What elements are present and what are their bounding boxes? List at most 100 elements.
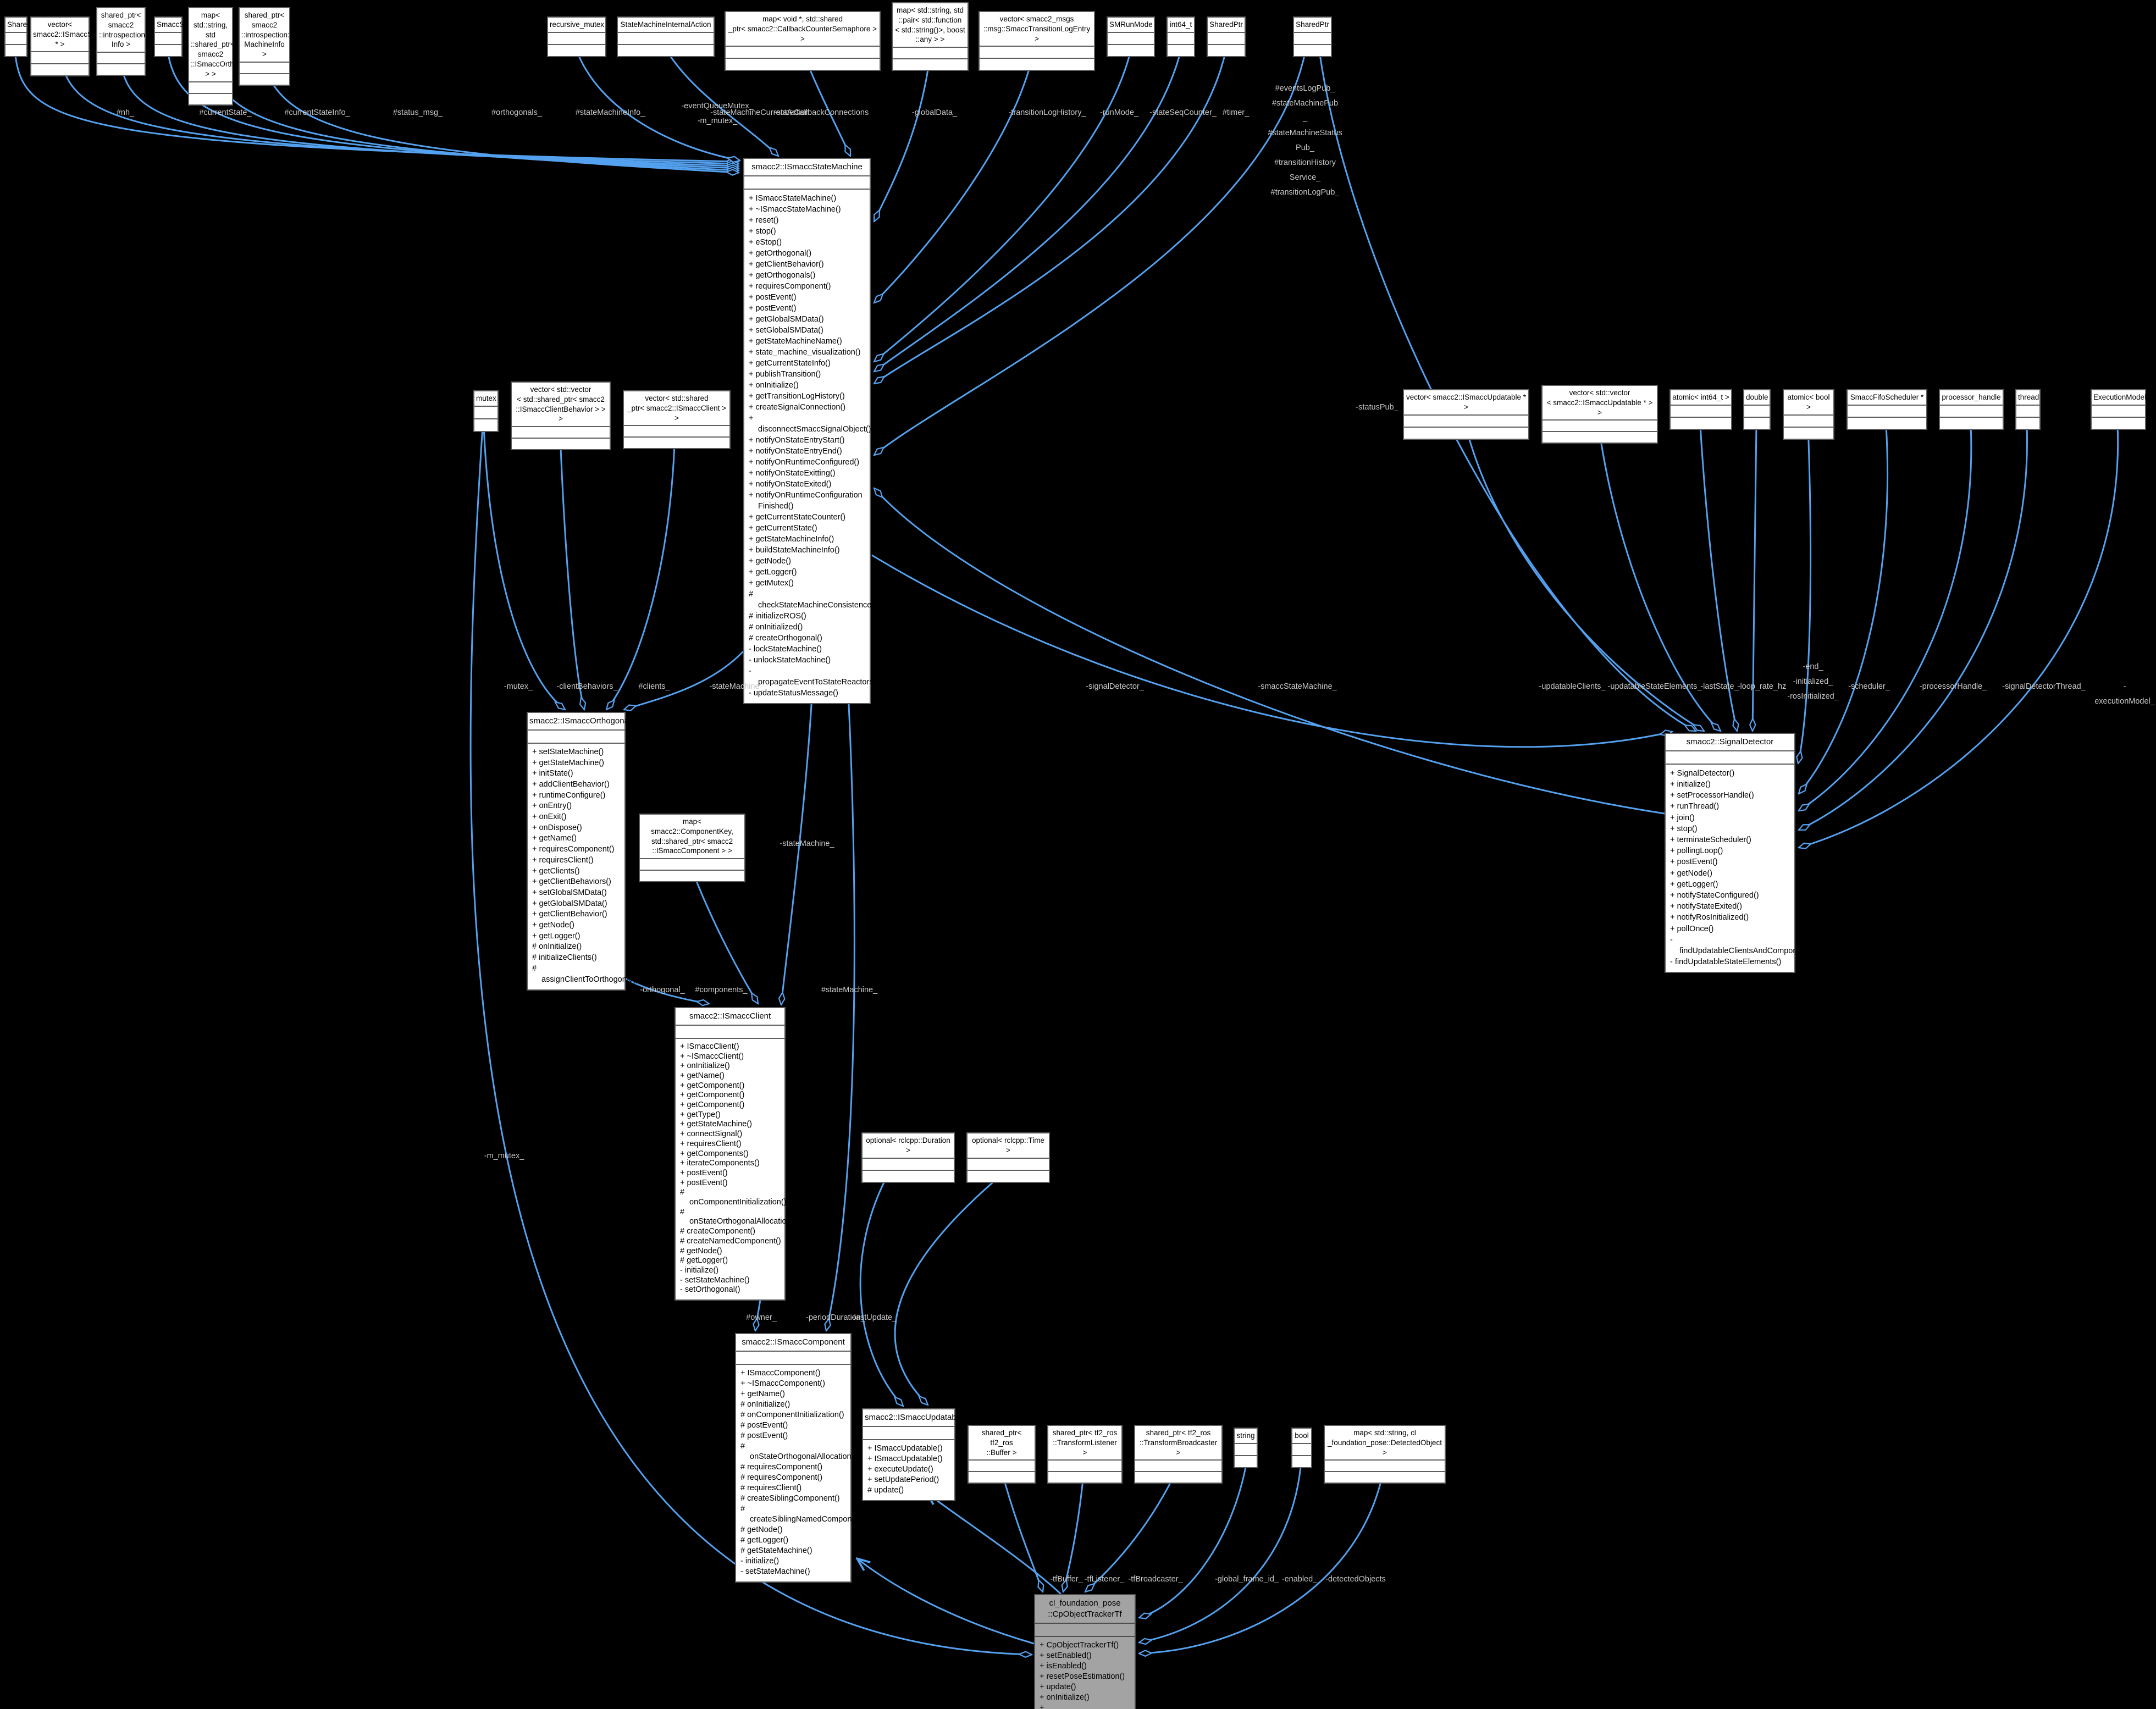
empty-compartment (189, 82, 232, 94)
edge-label: -stateCallbackConnections (773, 108, 869, 117)
method-entry: + getName() (532, 834, 577, 843)
class-box-ismacc-client[interactable]: smacc2::ISmaccClient+ ISmaccClient()+ ~I… (675, 1007, 797, 1301)
type-box-shared-ptr-2[interactable]: SharedPtr (1207, 16, 1246, 57)
type-box-shared-ptr-tf2-buffer[interactable]: shared_ptr< tf2_ros ::Buffer > (968, 1425, 1036, 1484)
type-box-shared-ptr-smacc-state-info[interactable]: shared_ptr< smacc2 ::introspection::Smac… (96, 7, 189, 76)
empty-compartment (1940, 418, 2003, 429)
method-entry: # createOrthogonal() (749, 633, 822, 643)
type-box-thread[interactable]: thread (2015, 389, 2041, 430)
method-entry: + requiresComponent() (749, 281, 831, 291)
type-box-title: SmaccFifoScheduler * (1848, 390, 1926, 406)
method-entry: + stop() (749, 226, 776, 236)
method-entry: - setStateMachine() (740, 1567, 810, 1576)
method-entry: + setUpdatePeriod() (867, 1475, 939, 1484)
type-box-state-machine-internal-action[interactable]: StateMachineInternalAction (617, 16, 715, 57)
type-box-map-component-key[interactable]: map< smacc2::ComponentKey, std::shared_p… (639, 814, 745, 883)
type-box-title: processor_handle (1940, 390, 2003, 406)
type-box-title: map< std::string, cl _foundation_pose::D… (1325, 1426, 1445, 1461)
method-entry: + getCurrentStateInfo() (749, 358, 831, 368)
method-entry: # getStateMachine() (740, 1546, 812, 1555)
type-box-string[interactable]: string (1234, 1428, 1258, 1468)
class-title: cl_foundation_pose ::CpObjectTrackerTf (1035, 1595, 1135, 1624)
class-box-ismacc-orthogonal[interactable]: smacc2::ISmaccOrthogonal+ setStateMachin… (527, 712, 638, 991)
inheritance-edges (858, 1493, 1062, 1645)
method-entry: + notifyRosInitialized() (1670, 913, 1749, 922)
type-box-vector-vector-ismacc-updatable[interactable]: vector< std::vector < smacc2::ISmaccUpda… (1541, 385, 1658, 444)
method-entry: - unlockStateMachine() (749, 655, 831, 665)
type-box-sm-run-mode[interactable]: SMRunMode (1107, 16, 1155, 57)
method-entry: + getName() (680, 1071, 725, 1080)
empty-compartment (1108, 45, 1154, 56)
type-box-vector-client-behavior[interactable]: vector< std::vector < std::shared_ptr< s… (511, 381, 611, 451)
edge-label: -lastState_ (1700, 682, 1739, 691)
type-box-vector-smacc-transition-log-entry[interactable]: vector< smacc2_msgs ::msg::SmaccTransiti… (979, 11, 1095, 71)
empty-compartment (548, 33, 605, 45)
method-entry: + setGlobalSMData() (532, 888, 607, 897)
empty-compartment (1671, 406, 1731, 418)
method-entry: + postEvent() (749, 303, 797, 313)
type-box-shared-ptr-state-machine-info[interactable]: shared_ptr< smacc2 ::introspection::Smac… (239, 7, 331, 86)
type-box-mutex[interactable]: mutex (473, 390, 499, 432)
type-box-smacc-fifo-scheduler[interactable]: SmaccFifoScheduler * (1847, 389, 1927, 430)
type-box-title: optional< rclcpp::Time > (968, 1133, 1049, 1159)
edge-label: -processorHandle_ (1919, 682, 1987, 691)
method-entry: + ISmaccUpdatable() (867, 1443, 943, 1453)
edge-label: -stateMachine_ (709, 682, 764, 691)
method-entry: + notifyOnStateExited() (749, 479, 832, 489)
empty-compartment (624, 438, 729, 448)
method-entry: + reset() (749, 215, 779, 225)
edge-label: #status_msg_ (392, 108, 443, 117)
empty-compartment (1168, 33, 1194, 45)
type-box-bool[interactable]: bool (1291, 1428, 1312, 1468)
method-entry: # createNamedComponent() (680, 1236, 781, 1246)
type-box-title: map< std::string, std ::pair< std::funct… (893, 3, 968, 48)
type-box-shared-ptr-tf2-transform-broadcaster[interactable]: shared_ptr< tf2_ros ::TransformBroadcast… (1134, 1425, 1223, 1484)
type-box-atomic-bool[interactable]: atomic< bool > (1783, 389, 1834, 440)
method-entry: + getClientBehaviors() (532, 877, 611, 887)
type-box-map-callback-counter-semaphore[interactable]: map< void *, std::shared _ptr< smacc2::C… (725, 11, 881, 71)
type-box-optional-duration[interactable]: optional< rclcpp::Duration > (861, 1132, 955, 1183)
type-box-smacc-status[interactable]: SmaccStatus (154, 16, 201, 57)
type-box-atomic-int64[interactable]: atomic< int64_t > (1669, 389, 1732, 430)
type-box-double[interactable]: double (1743, 389, 1771, 430)
type-box-title: SharedPtr (5, 18, 41, 33)
class-box-signal-detector[interactable]: smacc2::SignalDetector+ SignalDetector()… (1665, 733, 1817, 974)
methods-compartment: + SignalDetector()+ initialize()+ setPro… (1666, 765, 1817, 972)
edge-label: -statusPub_ (1356, 403, 1398, 412)
type-box-shared-ptr-1[interactable]: SharedPtr (4, 16, 41, 57)
class-box-ismacc-updatable[interactable]: smacc2::ISmaccUpdatable+ ISmaccUpdatable… (862, 1408, 963, 1501)
type-box-optional-time[interactable]: optional< rclcpp::Time > (966, 1132, 1050, 1183)
method-entry: # onStateOrthogonalAllocation() (680, 1207, 797, 1226)
empty-compartment (726, 47, 880, 59)
method-entry: + getNode() (532, 921, 574, 930)
edge-label: -updatableStateElements_ (1607, 682, 1702, 691)
type-box-map-detected-object[interactable]: map< std::string, cl _foundation_pose::D… (1324, 1425, 1446, 1484)
empty-compartment (240, 63, 289, 75)
type-box-processor-handle[interactable]: processor_handle (1939, 389, 2004, 430)
class-title: smacc2::ISmaccStateMachine (744, 159, 870, 176)
method-entry: # createComponent() (680, 1227, 756, 1236)
type-box-title: SMRunMode (1108, 18, 1154, 33)
class-box-cp-object-tracker-tf[interactable]: cl_foundation_pose ::CpObjectTrackerTf+ … (1034, 1594, 1136, 1709)
type-box-execution-model[interactable]: ExecutionModel (2091, 389, 2146, 430)
edge-label: -signalDetector_ (1086, 682, 1144, 691)
method-entry: - findUpdatableStateElements() (1670, 958, 1782, 967)
edge-label: -executionModel_ (2094, 682, 2155, 706)
type-box-recursive-mutex[interactable]: recursive_mutex (547, 16, 606, 57)
empty-compartment (1848, 406, 1926, 418)
type-box-shared-ptr-3[interactable]: SharedPtr (1293, 16, 1332, 57)
empty-compartment (1784, 416, 1833, 428)
empty-compartment (155, 33, 181, 45)
type-box-vector-ismacc-updatable[interactable]: vector< smacc2::ISmaccUpdatable * > (1403, 389, 1529, 440)
type-box-shared-ptr-tf2-transform-listener[interactable]: shared_ptr< tf2_ros ::TransformListener … (1047, 1425, 1123, 1484)
type-box-title: shared_ptr< tf2_ros ::Buffer > (969, 1426, 1035, 1461)
class-box-ismacc-component[interactable]: smacc2::ISmaccComponent+ ISmaccComponent… (735, 1333, 868, 1583)
type-box-vector-ismacc-state[interactable]: vector< smacc2::ISmaccState * > (30, 16, 105, 77)
type-box-map-string-pair-boost-any[interactable]: map< std::string, std ::pair< std::funct… (892, 2, 969, 71)
type-box-int64-t[interactable]: int64_t (1167, 16, 1195, 57)
class-box-ismacc-state-machine[interactable]: smacc2::ISmaccStateMachine+ ISmaccStateM… (743, 158, 878, 704)
method-entry: + resetPoseEstimation() (1040, 1672, 1125, 1681)
method-entry: + ~ISmaccClient() (680, 1052, 744, 1061)
type-box-vector-ismacc-client[interactable]: vector< std::shared _ptr< smacc2::ISmacc… (623, 390, 731, 450)
type-box-map-orthogonal[interactable]: map< std::string, std ::shared_ptr< smac… (188, 7, 256, 106)
